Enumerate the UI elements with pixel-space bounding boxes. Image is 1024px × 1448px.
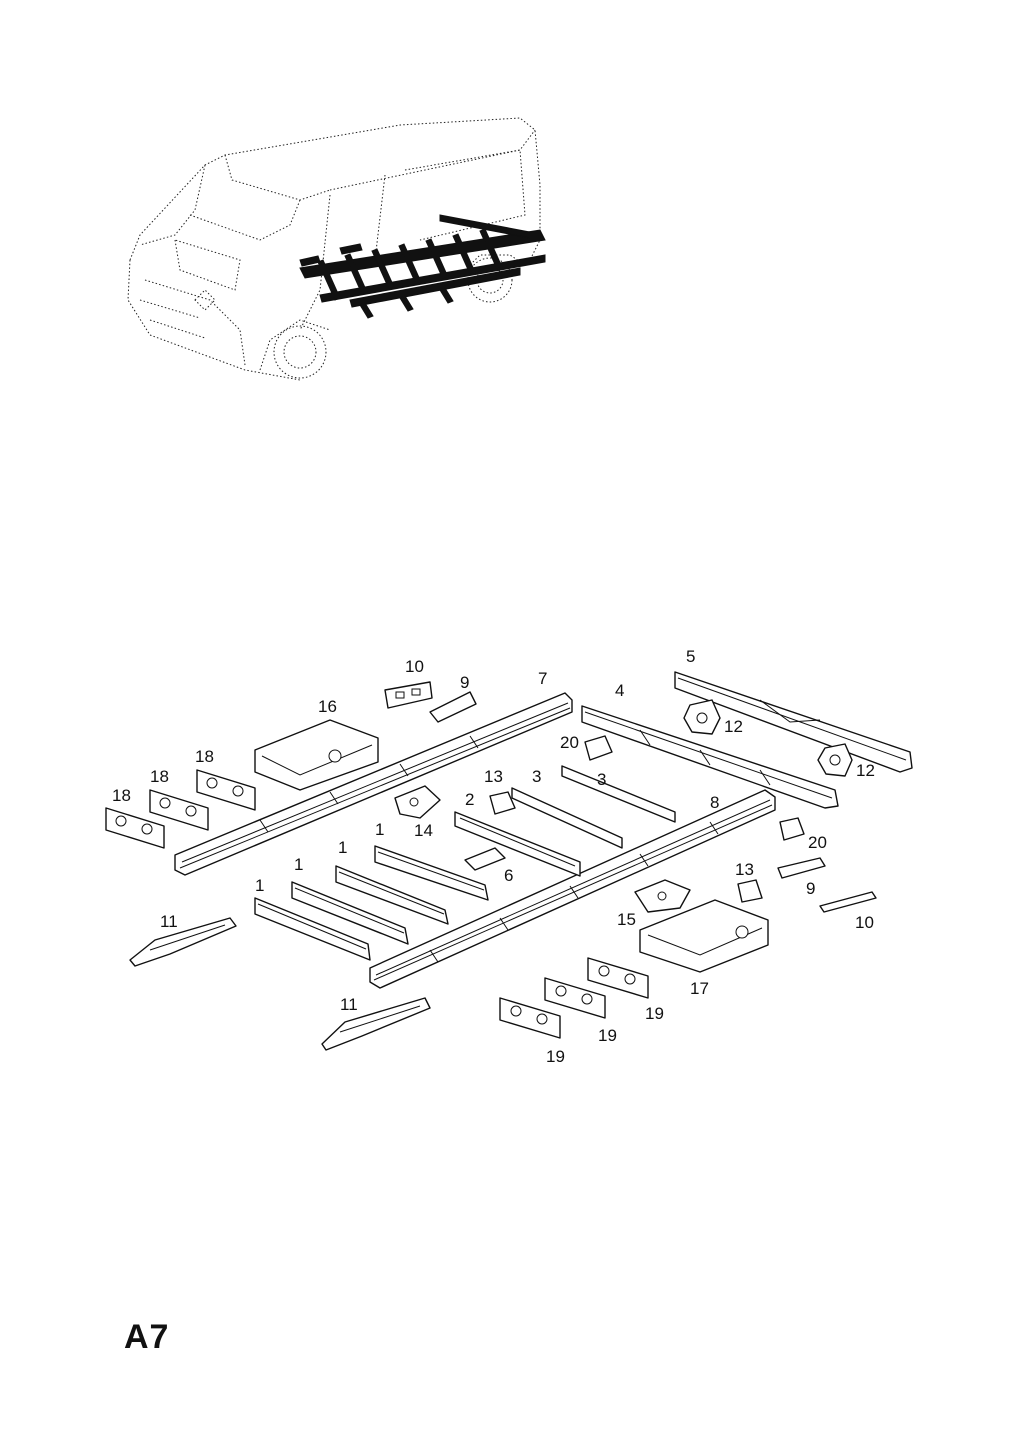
callout-1-c: 1 bbox=[294, 855, 303, 874]
assembly-16 bbox=[254, 719, 379, 791]
cross-member-1-c bbox=[291, 881, 409, 945]
callout-9-upper: 9 bbox=[460, 673, 469, 692]
callout-18-b: 18 bbox=[150, 767, 169, 786]
callout-20-right: 20 bbox=[808, 833, 827, 852]
callout-1-d: 1 bbox=[255, 876, 264, 895]
callout-19-a: 19 bbox=[645, 1004, 664, 1023]
bracket-9-upper bbox=[429, 691, 477, 723]
callout-12-upper: 12 bbox=[724, 717, 743, 736]
callout-6: 6 bbox=[504, 866, 513, 885]
floor-frame-highlight bbox=[299, 214, 546, 319]
callout-9-lower: 9 bbox=[806, 879, 815, 898]
plate-10-upper bbox=[384, 681, 433, 709]
panel-19-c bbox=[499, 997, 561, 1039]
plate-11-left bbox=[129, 917, 237, 967]
callout-12-lower: 12 bbox=[856, 761, 875, 780]
side-member-8 bbox=[369, 789, 776, 989]
assembly-17 bbox=[639, 899, 769, 973]
bracket-13-left bbox=[489, 791, 516, 815]
van-overview-illustration bbox=[127, 117, 546, 381]
callout-3-b: 3 bbox=[597, 770, 606, 789]
callout-10-lower: 10 bbox=[855, 913, 874, 932]
callout-13-right: 13 bbox=[735, 860, 754, 879]
bracket-9-lower bbox=[777, 857, 826, 879]
callout-4: 4 bbox=[615, 681, 624, 700]
cross-member-1-a bbox=[374, 845, 489, 901]
cross-member-4 bbox=[581, 705, 839, 809]
cross-member-3-right bbox=[561, 765, 676, 823]
callout-15: 15 bbox=[617, 910, 636, 929]
panel-18-a bbox=[196, 769, 256, 811]
cross-member-1-d bbox=[254, 897, 371, 961]
callout-7: 7 bbox=[538, 669, 547, 688]
bracket-20-left bbox=[584, 735, 613, 761]
bracket-6 bbox=[464, 847, 506, 871]
plate-14 bbox=[394, 785, 441, 819]
cross-member-3-left bbox=[511, 787, 623, 849]
bracket-12-lower bbox=[817, 743, 853, 777]
callout-1-a: 1 bbox=[375, 820, 384, 839]
callout-16: 16 bbox=[318, 697, 337, 716]
callout-14: 14 bbox=[414, 821, 433, 840]
side-member-7 bbox=[174, 692, 573, 876]
bracket-20-right bbox=[779, 817, 805, 841]
callout-10-upper: 10 bbox=[405, 657, 424, 676]
callout-18-a: 18 bbox=[195, 747, 214, 766]
plate-15 bbox=[634, 879, 691, 913]
panel-19-b bbox=[544, 977, 606, 1019]
callout-19-c: 19 bbox=[546, 1047, 565, 1066]
callout-20-left: 20 bbox=[560, 733, 579, 752]
callout-labels: 10 9 7 5 4 16 18 18 18 12 12 20 13 3 3 2… bbox=[112, 647, 875, 1066]
callout-11-right: 11 bbox=[340, 995, 358, 1014]
page-code: A7 bbox=[124, 1318, 170, 1356]
panel-19-a bbox=[587, 957, 649, 999]
plate-11-right bbox=[321, 997, 431, 1051]
bracket-13-right bbox=[737, 879, 763, 903]
callout-17: 17 bbox=[690, 979, 709, 998]
cross-member-2 bbox=[454, 811, 581, 877]
callout-3-a: 3 bbox=[532, 767, 541, 786]
callout-2: 2 bbox=[465, 790, 474, 809]
callout-13-left: 13 bbox=[484, 767, 503, 786]
callout-5: 5 bbox=[686, 647, 695, 666]
callout-19-b: 19 bbox=[598, 1026, 617, 1045]
cross-member-5 bbox=[674, 671, 913, 773]
callout-18-c: 18 bbox=[112, 786, 131, 805]
callout-1-b: 1 bbox=[338, 838, 347, 857]
plate-10-lower bbox=[819, 891, 877, 913]
callout-8: 8 bbox=[710, 793, 719, 812]
exploded-floor-parts bbox=[105, 671, 913, 1051]
panel-18-c bbox=[105, 807, 165, 849]
cross-member-1-b bbox=[335, 865, 449, 925]
callout-11-left: 11 bbox=[160, 912, 178, 931]
bracket-12-upper bbox=[683, 699, 721, 735]
panel-18-b bbox=[149, 789, 209, 831]
